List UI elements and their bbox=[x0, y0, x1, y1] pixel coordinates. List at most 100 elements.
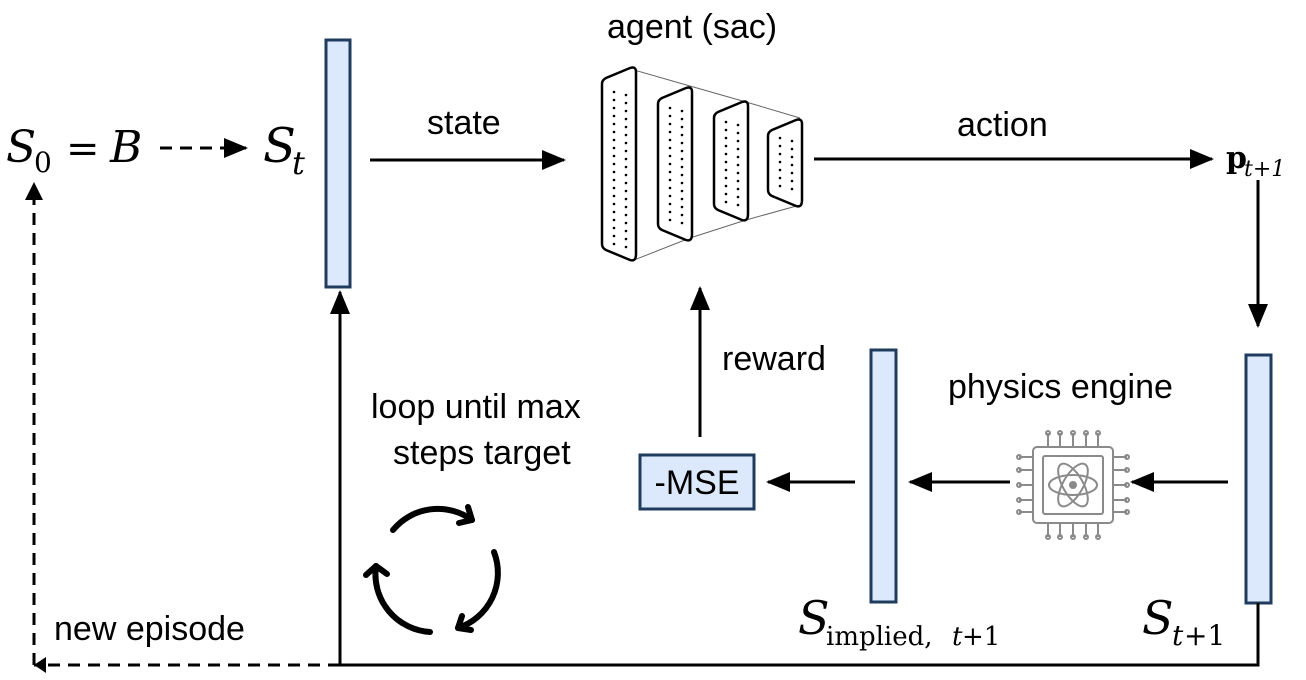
neuron-dot bbox=[624, 109, 628, 113]
st-main: S bbox=[263, 118, 296, 174]
neuron-dot bbox=[612, 226, 616, 230]
neuron-dot bbox=[680, 213, 684, 217]
physics-engine-label: physics engine bbox=[948, 368, 1173, 406]
neuron-dot bbox=[612, 186, 616, 190]
next-state-label: S t +1 bbox=[1142, 591, 1225, 652]
neuron-dot bbox=[624, 213, 628, 217]
neuron-dot bbox=[624, 117, 628, 121]
neuron-dot bbox=[680, 125, 684, 129]
neuron-dot bbox=[778, 160, 782, 164]
neuron-dot bbox=[680, 141, 684, 145]
reward-label: reward bbox=[722, 340, 826, 378]
neuron-dot bbox=[624, 125, 628, 129]
loop-text-line2: steps target bbox=[393, 434, 571, 472]
neuron-dot bbox=[612, 146, 616, 150]
neuron-dot bbox=[736, 123, 740, 127]
neuron-dot bbox=[624, 237, 628, 241]
neuron-dot bbox=[736, 147, 740, 151]
neuron-dot bbox=[680, 165, 684, 169]
neuron-dot bbox=[724, 152, 728, 156]
neuron-dot bbox=[624, 245, 628, 249]
neuron-dot bbox=[680, 157, 684, 161]
neuron-dot bbox=[668, 162, 672, 166]
chip-pin-end bbox=[1016, 497, 1022, 503]
neuron-dot bbox=[624, 133, 628, 137]
neuron-dot bbox=[612, 194, 616, 198]
neuron-dot bbox=[668, 202, 672, 206]
neuron-dot bbox=[668, 154, 672, 158]
neuron-dot bbox=[790, 147, 794, 151]
neuron-dot bbox=[778, 176, 782, 180]
neuron-dot bbox=[724, 168, 728, 172]
neuron-dot bbox=[612, 210, 616, 214]
neuron-dot bbox=[624, 149, 628, 153]
chip-pin-end bbox=[1070, 430, 1076, 436]
neuron-dot bbox=[736, 163, 740, 167]
arrow-new-episode-head bbox=[34, 657, 46, 673]
chip-pin-end bbox=[1083, 534, 1089, 540]
neuron-dot bbox=[790, 187, 794, 191]
neuron-dot bbox=[668, 138, 672, 142]
neuron-dot bbox=[612, 122, 616, 126]
neuron-dot bbox=[624, 197, 628, 201]
neuron-dot bbox=[624, 165, 628, 169]
loop-text-line1: loop until max bbox=[371, 388, 581, 426]
p-sub: t+1 bbox=[1244, 157, 1285, 182]
neuron-dot bbox=[778, 152, 782, 156]
neuron-dot bbox=[736, 131, 740, 135]
neuron-dot bbox=[736, 203, 740, 207]
neuron-dot bbox=[724, 184, 728, 188]
neuron-dot bbox=[668, 146, 672, 150]
state-bar-implied bbox=[869, 348, 898, 604]
snext-main: S bbox=[1142, 591, 1174, 645]
state-bar-current bbox=[324, 38, 352, 289]
neuron-dot bbox=[668, 170, 672, 174]
neural-network-icon bbox=[600, 66, 804, 262]
neuron-dot bbox=[790, 163, 794, 167]
state-bar-next bbox=[1244, 353, 1273, 605]
chip-pin-end bbox=[1083, 430, 1089, 436]
chip-pin-end bbox=[1045, 534, 1051, 540]
neuron-dot bbox=[624, 221, 628, 225]
snext-sub-t: t bbox=[1172, 619, 1184, 652]
current-state-label: S t bbox=[263, 118, 305, 182]
policy-output-label: p t+1 bbox=[1226, 141, 1285, 182]
arrow-feedback-loop bbox=[330, 290, 1260, 667]
simplied-sub-t: t bbox=[952, 622, 963, 652]
neuron-dot bbox=[778, 144, 782, 148]
neuron-dot bbox=[724, 120, 728, 124]
new-episode-label: new episode bbox=[54, 610, 245, 648]
neuron-dot bbox=[680, 133, 684, 137]
neuron-dot bbox=[624, 101, 628, 105]
neuron-dot bbox=[612, 218, 616, 222]
chip-pin-end bbox=[1124, 467, 1130, 473]
agent-title: agent (sac) bbox=[607, 8, 777, 46]
chip-pin-end bbox=[1095, 430, 1101, 436]
neuron-dot bbox=[624, 181, 628, 185]
neuron-dot bbox=[612, 154, 616, 158]
neuron-dot bbox=[680, 173, 684, 177]
neuron-dot bbox=[668, 194, 672, 198]
neuron-dot bbox=[736, 195, 740, 199]
neuron-dot bbox=[680, 221, 684, 225]
neuron-dot bbox=[680, 181, 684, 185]
s0-main: S bbox=[6, 122, 36, 173]
action-label: action bbox=[957, 106, 1048, 144]
neuron-dot bbox=[668, 178, 672, 182]
mse-box: -MSE bbox=[638, 453, 756, 511]
neuron-dot bbox=[790, 179, 794, 183]
chip-atom-icon bbox=[1016, 430, 1130, 540]
s0-rhs: B bbox=[109, 122, 142, 173]
neuron-dot bbox=[668, 210, 672, 214]
chip-pin-end bbox=[1124, 482, 1130, 488]
neuron-dot bbox=[724, 200, 728, 204]
neuron-dot bbox=[668, 218, 672, 222]
simplied-sub-rest: +1 bbox=[962, 622, 1000, 652]
neuron-dot bbox=[612, 98, 616, 102]
neuron-dot bbox=[790, 155, 794, 159]
s0-eq: = bbox=[66, 126, 100, 172]
neuron-dot bbox=[668, 114, 672, 118]
neuron-dot bbox=[724, 160, 728, 164]
